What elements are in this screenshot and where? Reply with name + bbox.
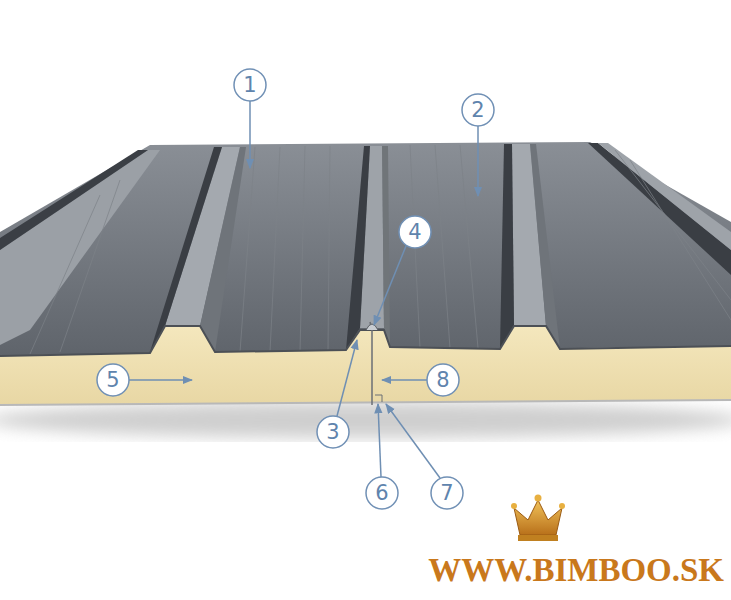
joint-line (370, 322, 372, 405)
grooves (30, 145, 731, 354)
joint-seal (375, 395, 382, 402)
callout-number: 6 (367, 478, 397, 508)
callout-number: 7 (432, 478, 462, 508)
foam-core (0, 326, 731, 405)
callout-circles (97, 69, 494, 509)
steel-edge (0, 326, 731, 356)
shadow (0, 402, 731, 438)
callout-number: 3 (318, 417, 348, 447)
callout-number: 2 (463, 95, 493, 125)
callout-number: 4 (400, 217, 430, 247)
watermark: WWW.BIMBOO.SK (428, 552, 724, 589)
top-sheet (0, 142, 731, 356)
callout-number: 1 (235, 70, 265, 100)
ribs (0, 143, 731, 352)
leader-lines (129, 101, 478, 478)
callout-number: 8 (428, 365, 458, 395)
crown-logo (511, 495, 565, 542)
joint-cap (366, 324, 378, 330)
bottom-sheet (0, 400, 731, 405)
callout-number: 5 (98, 365, 128, 395)
